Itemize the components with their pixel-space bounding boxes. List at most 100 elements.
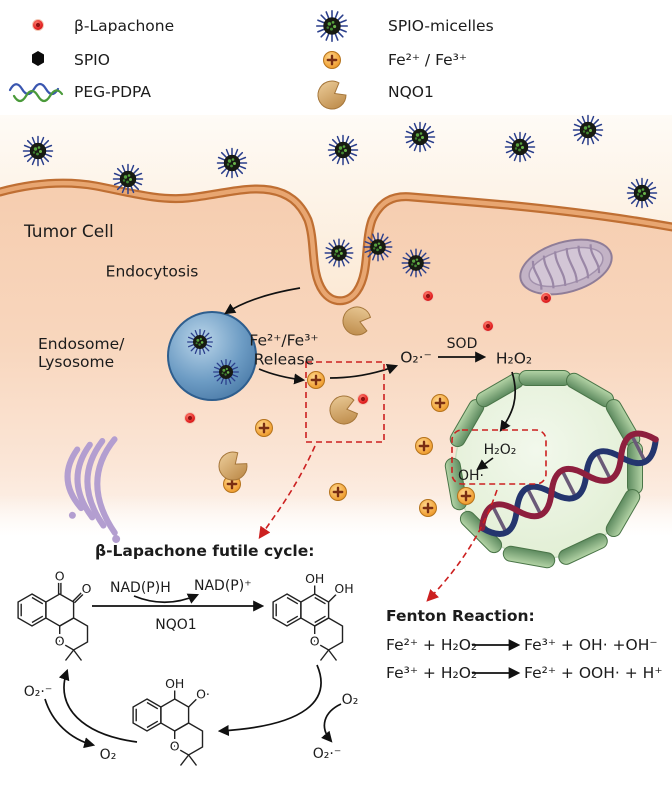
cycle-arrows <box>44 593 342 749</box>
spio-micelle-icon <box>22 135 54 167</box>
superoxide-label: O₂·⁻ <box>24 684 52 700</box>
hydroquinone-structure: OH OH O <box>272 569 356 662</box>
spio-micelle-icon <box>327 134 359 166</box>
h2o2-to-nucleus-arrow <box>499 371 516 432</box>
futile-cycle-section: β-Lapachone futile cycle: O O O OH OH O … <box>17 542 359 767</box>
endosome-label-line1: Endosome/ <box>38 335 125 353</box>
fe-ion-icon <box>328 482 348 502</box>
fenton-section: Fenton Reaction: Fe²⁺ + H₂O₂ Fe³⁺ + OH· … <box>386 607 663 682</box>
fenton-callout-arrow <box>426 489 498 602</box>
futile-cycle-highlight-box <box>305 361 385 443</box>
superoxide-arrow <box>329 363 399 379</box>
fe-release-arrow <box>258 368 306 385</box>
fe-ion-icon <box>322 50 342 70</box>
nqo1-enzyme-label: NQO1 <box>155 617 196 633</box>
o2-consumption-arrow <box>321 703 342 743</box>
oxidation-arrow-right <box>217 664 322 737</box>
spio-micelle-icon <box>187 329 213 355</box>
legend: β-Lapachone SPIO PEG-PDPA SPIO-micelles … <box>8 9 494 115</box>
spio-micelle-icon <box>112 163 144 195</box>
legend-fe-ions-label: Fe²⁺ / Fe³⁺ <box>388 51 467 69</box>
endosome <box>167 311 257 401</box>
pyran-o-label: O <box>55 634 65 649</box>
spio-micelle-icon <box>363 232 393 262</box>
beta-lapachone-icon <box>540 292 552 304</box>
spio-micelle-icon <box>213 359 239 385</box>
fenton-eq1-right: Fe³⁺ + OH· +OH⁻ <box>524 636 658 654</box>
hydroxyl-label: OH <box>165 676 184 691</box>
quinone-structure: O O O <box>17 566 94 662</box>
peg-pdpa-icon <box>8 82 64 103</box>
superoxide-label: O₂·⁻ <box>313 746 341 762</box>
spio-icon <box>32 51 44 66</box>
spio-micelle-icon <box>315 9 349 43</box>
spio-micelle-icon <box>504 131 536 163</box>
fenton-eq2-right: Fe²⁺ + OOH· + H⁺ <box>524 664 663 682</box>
spio-micelle-icon <box>404 121 436 153</box>
fe-release-label-line2: Release <box>254 351 315 369</box>
beta-lapachone-icon <box>184 412 196 424</box>
oxygen-radical-label: O· <box>196 687 210 702</box>
golgi-apparatus <box>64 436 121 543</box>
o2-label: O₂ <box>100 747 117 763</box>
spio-micelle-icon <box>324 238 354 268</box>
legend-spio-label: SPIO <box>74 51 110 69</box>
hydroxyl-radical-label: OH· <box>458 468 484 484</box>
spio-micelle-icon <box>401 248 431 278</box>
legend-nqo1-label: NQO1 <box>388 83 434 101</box>
hydroxyl-label: OH <box>305 571 324 586</box>
fenton-eq1-left: Fe²⁺ + H₂O₂ <box>386 636 477 654</box>
endocytosis-label: Endocytosis <box>106 263 199 281</box>
nadph-arrow <box>133 593 200 604</box>
spio-micelle-icon <box>216 147 248 179</box>
oxidation-arrow-left <box>58 668 138 743</box>
dna-helix <box>479 430 659 537</box>
fenton-title: Fenton Reaction: <box>386 607 535 625</box>
spio-micelle-icon <box>572 114 604 146</box>
fe-release-label-line1: Fe²⁺/Fe³⁺ <box>249 332 318 350</box>
nadp-label: NAD(P)⁺ <box>194 578 252 594</box>
endocytosis-arrow <box>224 287 301 315</box>
carbonyl-o-label: O <box>55 569 65 584</box>
pyran-o-label: O <box>170 739 180 754</box>
fe-ion-icon <box>430 393 450 413</box>
fenton-highlight-box <box>451 429 547 485</box>
fe-ion-icon <box>306 370 326 390</box>
spio-micelle-icon <box>626 177 658 209</box>
sod-label: SOD <box>447 336 478 352</box>
callout-arrows <box>258 445 498 602</box>
fe-ion-icon <box>418 498 438 518</box>
tumor-cell-label: Tumor Cell <box>23 222 114 242</box>
cell-membrane-highlight <box>0 180 672 303</box>
pyran-o-label: O <box>310 634 320 649</box>
superoxide-label: O₂·⁻ <box>400 349 432 367</box>
fe-ion-icon <box>254 418 274 438</box>
beta-lapachone-icon <box>357 393 369 405</box>
legend-peg-pdpa-label: PEG-PDPA <box>74 83 151 101</box>
beta-lapachone-icon <box>422 290 434 302</box>
beta-lapachone-icon <box>32 19 44 31</box>
h2o2-to-oh-arrow <box>476 457 494 471</box>
nucleus-h2o2-label: H₂O₂ <box>484 442 517 458</box>
mitochondrion <box>519 238 613 296</box>
endosome-label-line2: Lysosome <box>38 353 114 371</box>
futile-cycle-title: β-Lapachone futile cycle: <box>95 542 314 560</box>
beta-lapachone-icon <box>482 320 494 332</box>
h2o2-label: H₂O₂ <box>496 350 532 368</box>
nadph-label: NAD(P)H <box>110 580 171 596</box>
fe-ion-icon <box>414 436 434 456</box>
carbonyl-o-label: O <box>82 581 92 596</box>
legend-spio-micelles-label: SPIO-micelles <box>388 17 494 35</box>
legend-beta-lapachone-label: β-Lapachone <box>74 17 174 35</box>
fe-ion-icon <box>456 486 476 506</box>
cell-diagram: Tumor Cell Endocytosis Endosome/ Lysosom… <box>0 114 672 570</box>
fenton-eq2-left: Fe³⁺ + H₂O₂ <box>386 664 477 682</box>
futile-cycle-callout-arrow <box>258 445 316 539</box>
nqo1-icon <box>312 76 350 115</box>
o2-label: O₂ <box>342 692 359 708</box>
pathway-arrows <box>224 287 516 471</box>
superoxide-release-arrow <box>44 698 96 749</box>
hydroxyl-label: OH <box>334 581 353 596</box>
